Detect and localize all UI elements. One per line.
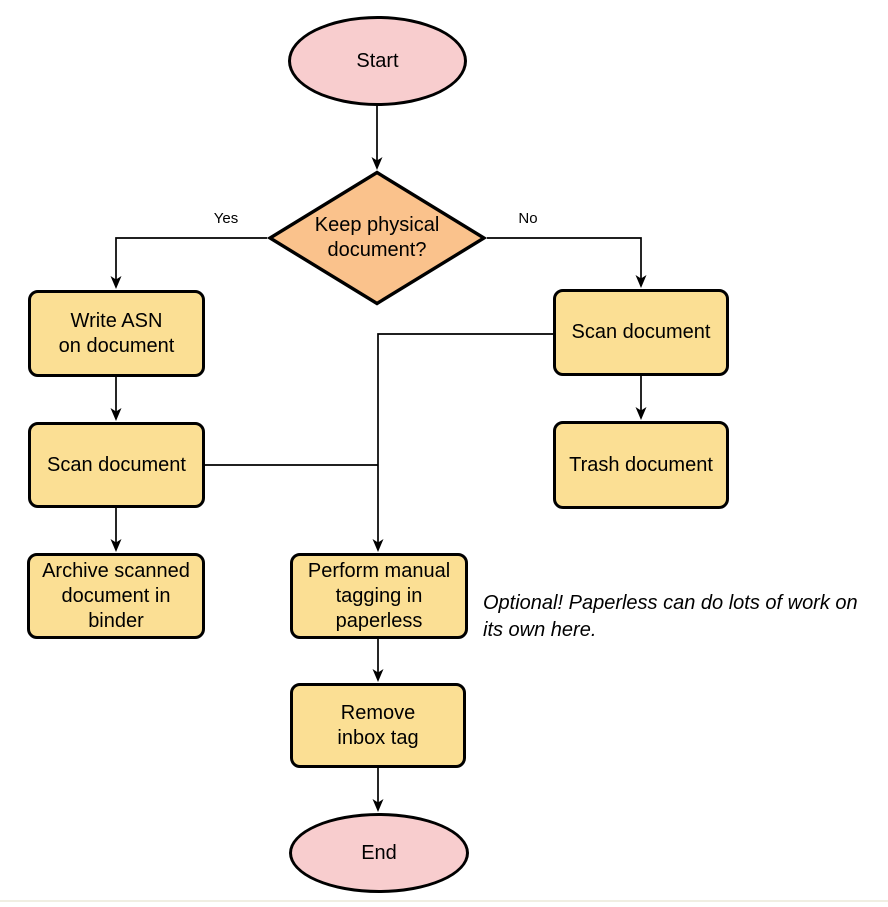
diamond-shape [267,170,487,306]
node-trash-document: Trash document [553,421,729,509]
edge-decision-no-to-scan-right [487,237,647,288]
edge-remove-inbox-to-end [372,768,384,812]
node-end-label: End [361,841,397,864]
edge-scan-right-to-tagging [372,333,553,552]
edge-tagging-to-remove-inbox [372,639,384,682]
node-scan-document-right-label: Scan document [571,321,711,343]
node-write-asn: Write ASN on document [28,290,205,377]
node-scan-document-left-label: Scan document [47,453,186,476]
edge-start-to-decision [371,104,383,170]
node-archive-binder-label: Archive scanned document in binder [42,559,190,632]
node-remove-inbox-tag-label: Remove inbox tag [337,701,419,749]
node-keep-physical-document-label: Keep physical document? [314,214,440,261]
edge-decision-yes-to-write-asn [110,237,267,289]
node-trash-document-label: Trash document [569,453,713,476]
node-manual-tagging: Perform manual tagging in paperless [290,553,468,639]
bottom-border-line [0,900,888,902]
edge-scan-right-to-trash [635,376,647,420]
node-start-label: Start [356,49,399,72]
node-keep-physical-document: Keep physical document? [267,170,487,306]
node-start: Start [288,16,467,106]
edge-write-asn-to-scan-left [110,377,122,421]
node-manual-tagging-label: Perform manual tagging in paperless [307,559,451,632]
node-remove-inbox-tag: Remove inbox tag [290,683,466,768]
node-write-asn-label: Write ASN on document [58,309,175,357]
edge-label-yes: Yes [201,210,251,228]
edge-label-no: No [503,210,553,228]
node-archive-binder: Archive scanned document in binder [27,553,205,639]
node-scan-document-right: Scan document [553,289,729,376]
note-optional-paperless: Optional! Paperless can do lots of work … [483,592,858,641]
node-end: End [289,813,469,893]
node-scan-document-left: Scan document [28,422,205,508]
edge-scan-left-to-archive [110,508,122,552]
